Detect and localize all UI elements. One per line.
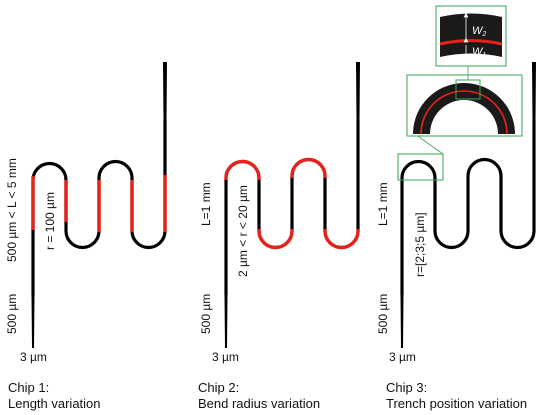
chip-2-caption-subtitle: Bend radius variation [198,396,321,411]
chip-3-bend-inset [406,74,523,137]
chip-1-taper-label: 500 µm [5,294,19,334]
chip-3-radius-label: r=[2;3;5 µm] [413,212,427,277]
chip-3-caption: Chip 3: Trench position variation [386,380,527,412]
chip-1-caption-title: Chip 1: [8,380,50,395]
chip-3-length-label: L=1 mm [376,182,390,226]
chip-2-output-taper [356,62,360,120]
chip-2-waveguide [224,62,360,348]
chip-1-input-taper [31,295,35,348]
chip-2-red-bend-3 [290,157,327,178]
chip-2-caption: Chip 2: Bend radius variation [198,380,320,412]
chip-3-trench-inset: W2 W1 [435,5,507,67]
chip-2-tip-label: 3 µm [212,350,239,364]
chip-2-length-label: L=1 mm [199,182,213,226]
chip-1-tip-label: 3 µm [20,350,47,364]
chip-3-tip-label: 3 µm [389,350,416,364]
chip-3-waveguide-path [400,120,536,295]
chip-1-waveguide [31,62,167,348]
chip-2-radius-label: 2 µm < r < 20 µm [236,185,250,277]
chip-2-red-bend-2 [257,229,294,250]
chip-1-length-label: 500 µm < L < 5 mm [5,158,19,262]
chip-2-red-bend-4 [323,229,360,250]
chip-2-caption-title: Chip 2: [198,380,240,395]
chip-3-input-taper [400,295,404,348]
chip-3-taper-label: 500 µm [376,294,390,334]
chip-2-input-taper [224,295,228,348]
chip-1-radius-label: r = 100 µm [43,192,57,250]
chip-3-trench-dark [440,13,502,57]
chip-2-red-bend-1 [224,159,261,180]
chip-3-caption-title: Chip 3: [386,380,428,395]
chip-1-output-taper [163,62,167,120]
chip-1-caption-subtitle: Length variation [8,396,101,411]
chip-3-bend-highlight-box [397,153,444,181]
chip-3-caption-subtitle: Trench position variation [386,396,528,411]
chip-3-trench-red [439,39,503,46]
chip-3-ring-dark [413,83,515,134]
chip-3-waveguide [400,62,536,348]
chip-3-ring-trench [420,90,508,135]
chip-2-taper-label: 500 µm [199,294,213,334]
chip-3-output-taper [532,62,536,120]
chip-1-caption: Chip 1: Length variation [8,380,101,412]
